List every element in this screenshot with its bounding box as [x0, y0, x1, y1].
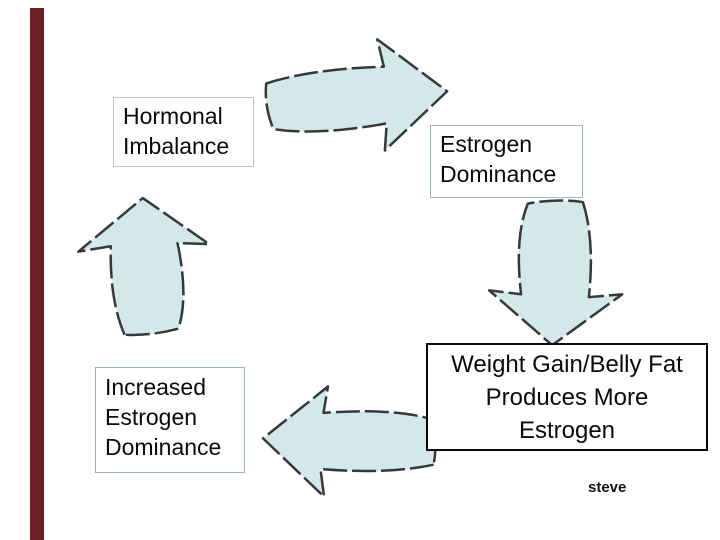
arrow-hormonal-to-estrogen — [260, 32, 454, 162]
node-line: Hormonal — [123, 103, 223, 129]
arrow-estrogen-to-weight — [486, 197, 626, 348]
left-accent-bar — [30, 8, 44, 540]
node-line: Dominance — [105, 434, 222, 460]
node-line: Increased — [105, 374, 207, 400]
arrow-increased-to-hormonal — [73, 192, 217, 341]
node-line: Imbalance — [123, 133, 230, 159]
node-weight-gain-belly-fat: Weight Gain/Belly Fat Produces More Estr… — [426, 343, 708, 451]
node-line: Estrogen — [105, 404, 198, 430]
node-line: Estrogen — [440, 131, 533, 157]
node-line: Estrogen — [518, 417, 616, 444]
node-increased-estrogen-dominance: Increased Estrogen Dominance — [95, 367, 245, 473]
node-line: Dominance — [440, 161, 557, 187]
node-line: Produces More — [485, 384, 649, 411]
node-hormonal-imbalance: Hormonal Imbalance — [113, 97, 254, 167]
watermark-steve: steve — [588, 479, 627, 496]
node-line: Weight Gain/Belly Fat — [451, 351, 683, 378]
arrow-weight-to-increased — [260, 384, 438, 500]
node-estrogen-dominance: Estrogen Dominance — [430, 125, 583, 198]
